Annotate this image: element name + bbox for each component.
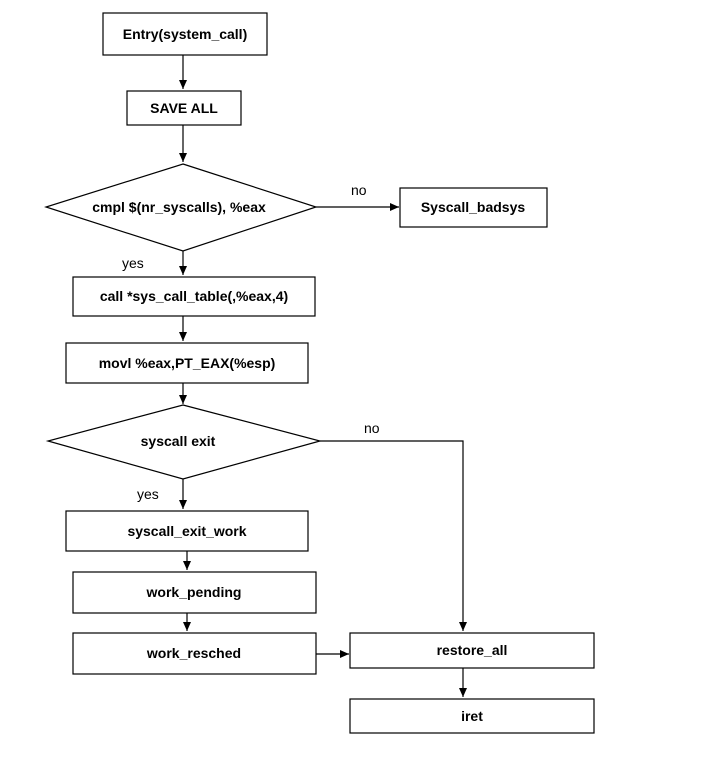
cmpl-decision <box>44 163 318 252</box>
iret-label: iret <box>461 708 483 724</box>
call-table-box <box>72 276 316 317</box>
work-resched-label: work_resched <box>146 645 241 661</box>
cmpl-no-label: no <box>351 182 367 198</box>
entry-box <box>102 12 268 56</box>
movl-label: movl %eax,PT_EAX(%esp) <box>99 355 276 371</box>
syscall-badsys-label: Syscall_badsys <box>421 199 526 215</box>
save-all-label: SAVE ALL <box>150 100 218 116</box>
syscall-exit-decision <box>45 404 323 480</box>
restore-all-box <box>349 632 595 669</box>
syscall-badsys-box <box>399 187 548 228</box>
save-all-box <box>126 90 242 126</box>
syscall-exit-no-label: no <box>364 420 380 436</box>
cmpl-yes-label: yes <box>122 255 144 271</box>
syscall-exit-work-box <box>65 510 309 552</box>
work-pending-label: work_pending <box>146 584 242 600</box>
entry-label: Entry(system_call) <box>123 26 248 42</box>
movl-box <box>65 342 309 384</box>
syscall-exit-label: syscall exit <box>141 433 216 449</box>
call-table-label: call *sys_call_table(,%eax,4) <box>100 288 288 304</box>
work-pending-box <box>72 571 317 614</box>
iret-box <box>349 698 595 734</box>
work-resched-box <box>72 632 317 675</box>
syscall-exit-yes-label: yes <box>137 486 159 502</box>
syscall-exit-work-label: syscall_exit_work <box>127 523 246 539</box>
restore-all-label: restore_all <box>437 642 508 658</box>
cmpl-label: cmpl $(nr_syscalls), %eax <box>92 199 266 215</box>
arrow-syscallexit-no-to-restoreall <box>320 440 467 631</box>
